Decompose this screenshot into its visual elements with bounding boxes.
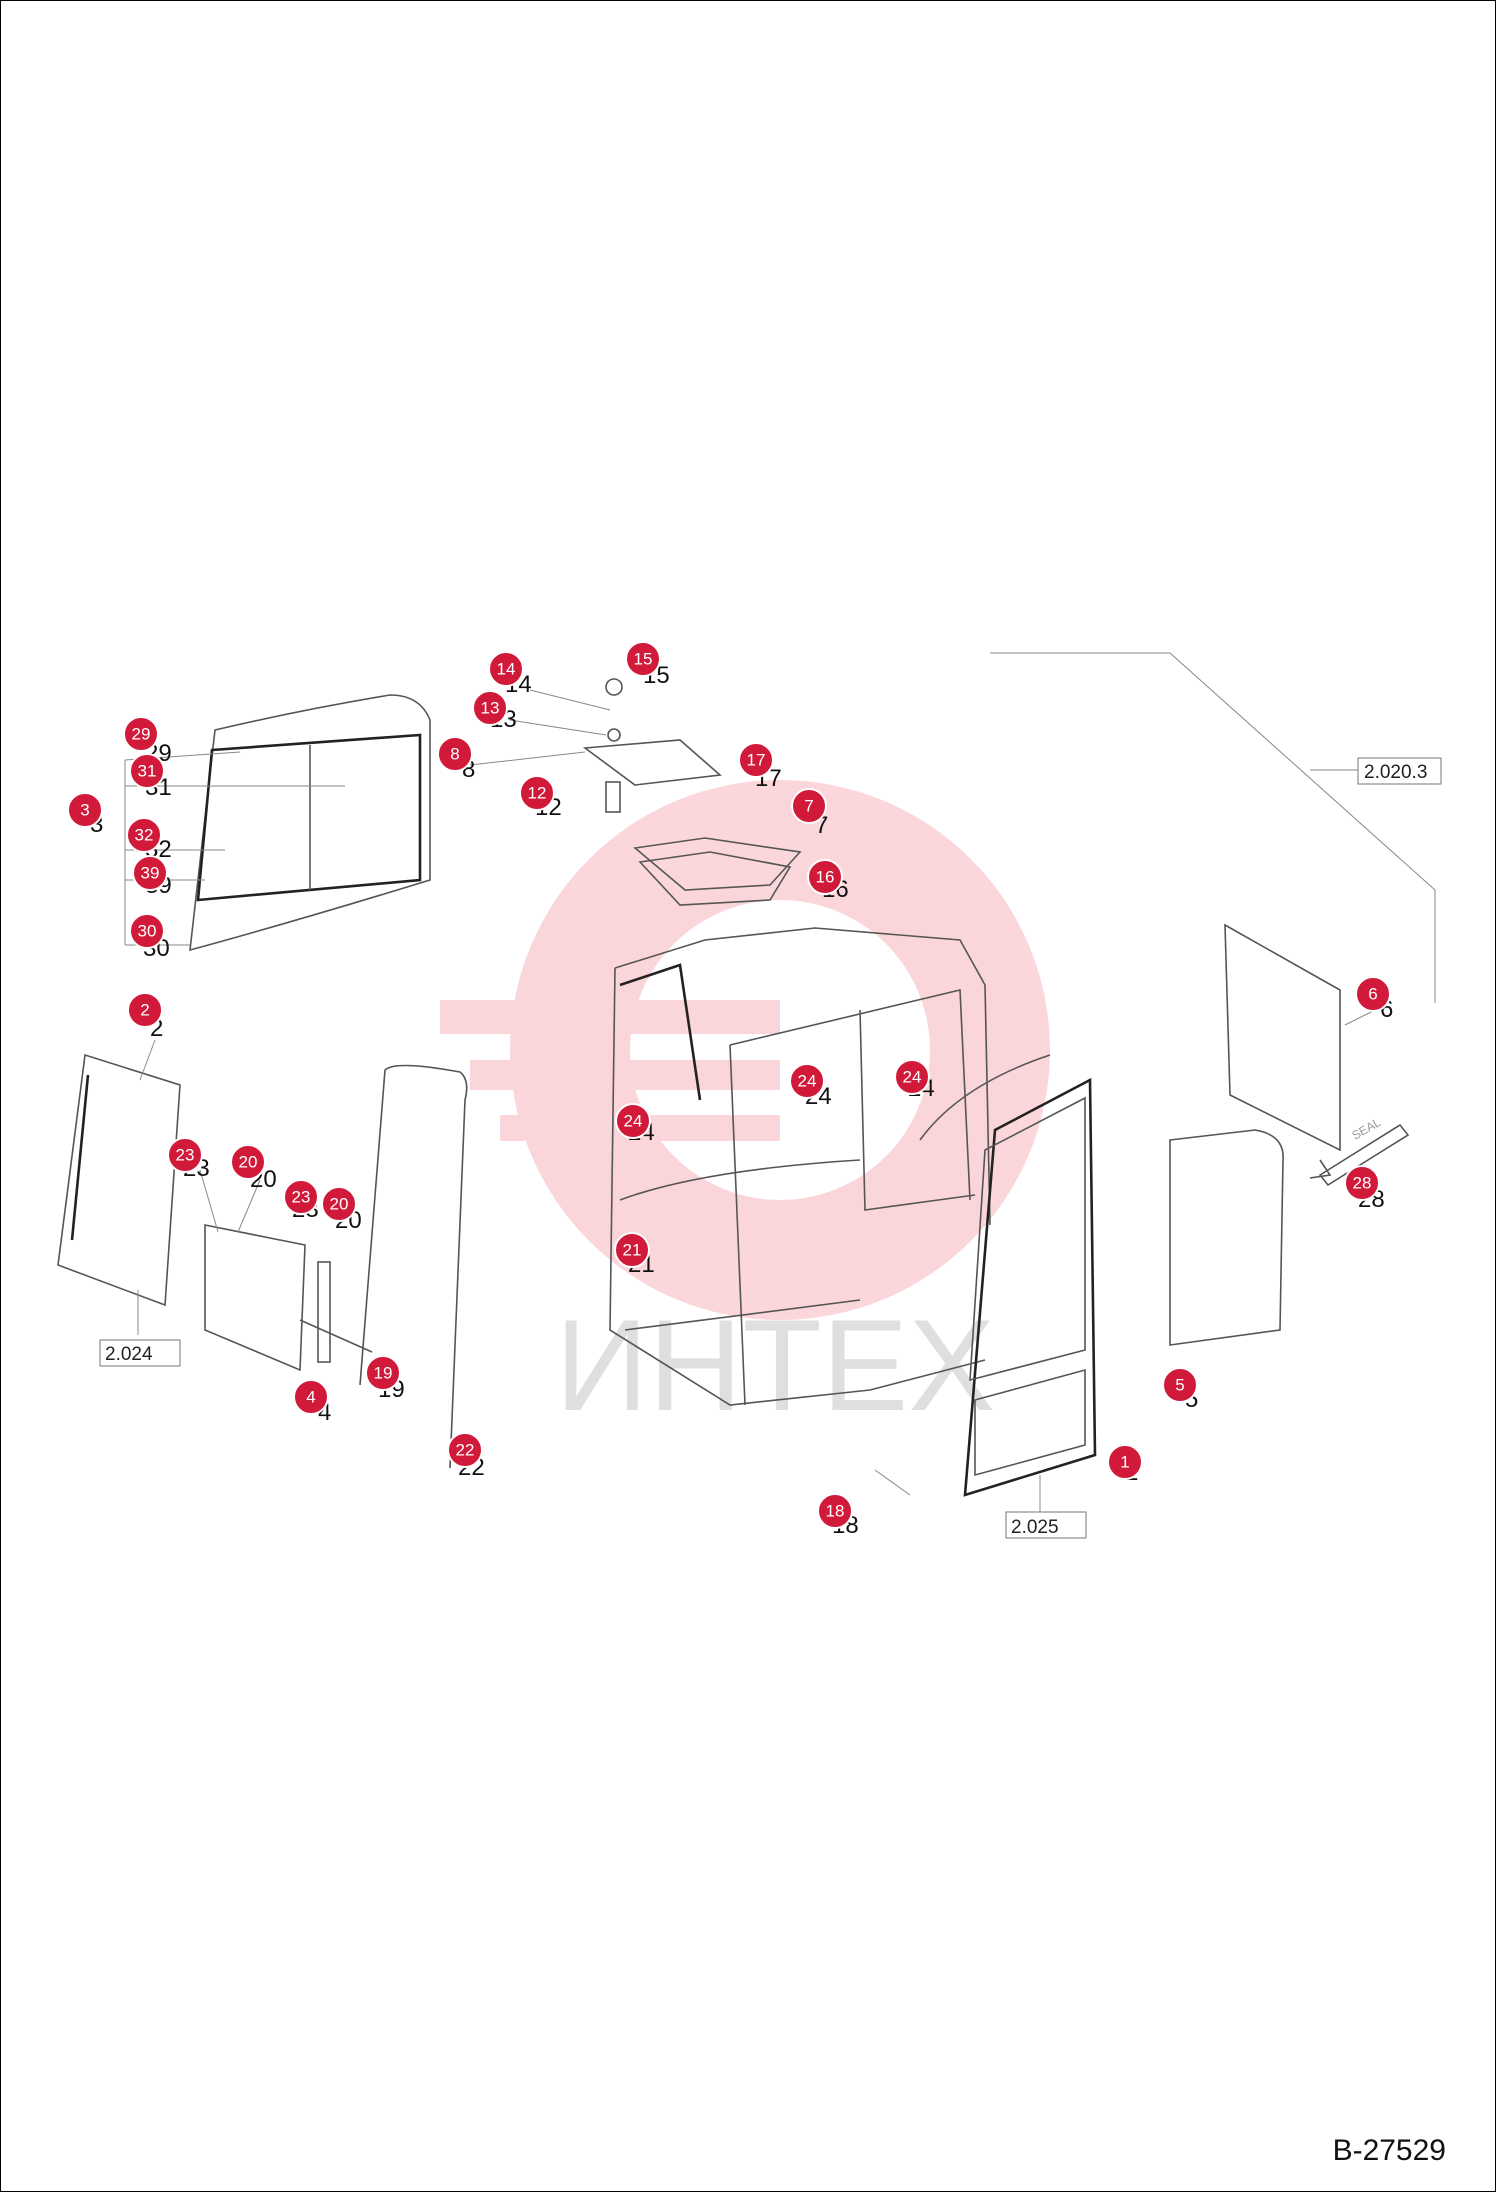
callout-24[interactable]: 24 [789,1063,825,1099]
callout-32[interactable]: 32 [126,817,162,853]
callout-label: 17 [747,751,766,770]
reference-box-2020-3: 2.020.3 [1357,757,1442,785]
reference-box-2024: 2.024 [99,1339,181,1367]
callout-label: 32 [135,826,154,845]
callout-7[interactable]: 7 [791,788,827,824]
callout-label: 24 [903,1068,922,1087]
callout-20[interactable]: 20 [321,1186,357,1222]
seal-strip [359,1064,468,1469]
callout-30[interactable]: 30 [129,913,165,949]
callout-label: 24 [624,1112,643,1131]
callout-24[interactable]: 24 [894,1059,930,1095]
reference-box-2025: 2.025 [1005,1511,1087,1539]
callout-15[interactable]: 15 [625,641,661,677]
callout-label: 13 [481,699,500,718]
callout-label: 30 [138,922,157,941]
callout-label: 31 [138,762,157,781]
callout-label: 16 [816,868,835,887]
callout-label: 22 [456,1441,475,1460]
callout-label: 24 [798,1072,817,1091]
rear-side-glass [1224,923,1376,1179]
small-window-pane [199,1169,373,1372]
callout-20[interactable]: 20 [230,1144,266,1180]
callout-label: 8 [450,745,459,764]
callout-label: 6 [1368,985,1377,1004]
windscreen-assembly [124,694,431,952]
callout-12[interactable]: 12 [519,775,555,811]
callout-label: 20 [330,1195,349,1214]
callout-label: 21 [623,1241,642,1260]
callout-label: 2 [140,1001,149,1020]
callout-29[interactable]: 29 [123,716,159,752]
callout-17[interactable]: 17 [738,742,774,778]
callout-label: 19 [374,1364,393,1383]
callout-39[interactable]: 39 [132,855,168,891]
callout-label: 15 [634,650,653,669]
side-glass-panel [1169,1129,1284,1346]
callout-3[interactable]: 3 [67,792,103,828]
callout-label: 18 [826,1502,845,1521]
callout-23[interactable]: 23 [167,1137,203,1173]
watermark-text: ИНТЕХ [555,1292,995,1438]
callout-16[interactable]: 16 [807,859,843,895]
callout-label: 20 [239,1153,258,1172]
reference-label: 2.024 [105,1344,153,1365]
callout-13[interactable]: 13 [472,690,508,726]
reference-leader [990,652,1436,1003]
callout-label: 12 [528,784,547,803]
cab-frame [609,927,991,1406]
callout-31[interactable]: 31 [129,753,165,789]
callout-label: 5 [1175,1376,1184,1395]
callout-18[interactable]: 18 [817,1493,853,1529]
callout-24[interactable]: 24 [615,1103,651,1139]
callout-21[interactable]: 21 [614,1232,650,1268]
callout-label: 7 [804,797,813,816]
watermark-logo [440,780,1050,1320]
callout-label: 29 [132,725,151,744]
left-side-window [57,1039,181,1335]
roof-hatch-assembly [469,678,802,906]
reference-label: 2.020.3 [1364,762,1427,783]
callout-8[interactable]: 8 [437,736,473,772]
callout-label: 28 [1353,1174,1372,1193]
document-number: B-27529 [1332,2134,1446,2167]
callout-label: 23 [176,1146,195,1165]
callout-14[interactable]: 14 [488,651,524,687]
callout-22[interactable]: 22 [447,1432,483,1468]
callout-label: 4 [306,1388,315,1407]
callout-2[interactable]: 2 [127,992,163,1028]
callout-1[interactable]: 1 [1107,1444,1143,1480]
callout-4[interactable]: 4 [293,1379,329,1415]
callout-28[interactable]: 28 [1344,1165,1380,1201]
callout-label: 1 [1120,1453,1129,1472]
callout-19[interactable]: 19 [365,1355,401,1391]
callout-label: 14 [497,660,516,679]
reference-label: 2.025 [1011,1517,1059,1538]
cab-door [874,1054,1097,1512]
callout-label: 23 [292,1188,311,1207]
callout-23[interactable]: 23 [283,1179,319,1215]
callout-5[interactable]: 5 [1162,1367,1198,1403]
callout-label: 3 [80,801,89,820]
callout-label: 39 [141,864,160,883]
callout-6[interactable]: 6 [1355,976,1391,1012]
